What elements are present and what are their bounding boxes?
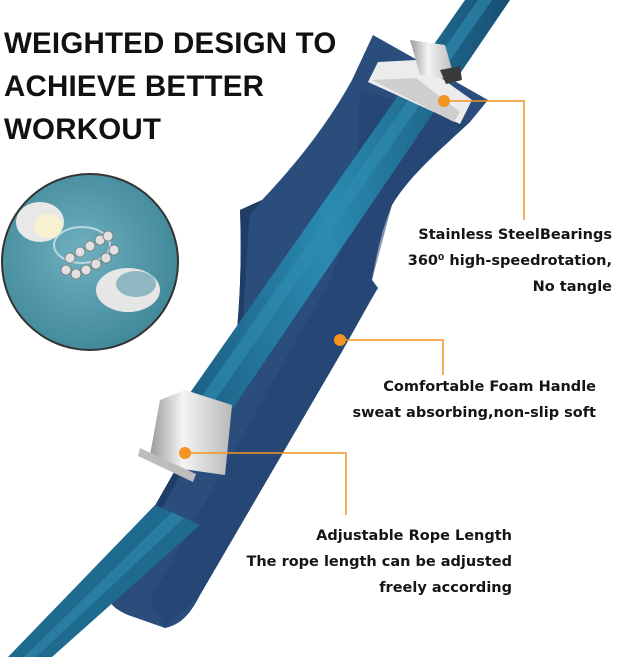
callout-line: The rope length can be adjusted xyxy=(246,554,512,570)
foam-handle xyxy=(108,35,488,628)
headline-line: ACHIEVE BETTER xyxy=(4,70,265,103)
callout-line: freely according xyxy=(379,580,512,596)
callout-rope-length xyxy=(179,447,347,515)
callout-bearings-text: Stainless SteelBearings 360⁰ high-speedr… xyxy=(408,222,612,300)
callout-dot-icon xyxy=(438,95,450,107)
headline-line: WORKOUT xyxy=(4,113,162,146)
callout-foam-text: Comfortable Foam Handle sweat absorbing,… xyxy=(352,374,596,426)
callout-title: Stainless SteelBearings xyxy=(418,227,612,243)
callout-title: Comfortable Foam Handle xyxy=(383,379,596,395)
callout-line: sweat absorbing,non-slip soft xyxy=(352,405,596,421)
callout-rope-length-text: Adjustable Rope Length The rope length c… xyxy=(246,523,512,601)
bearing-collar xyxy=(368,40,472,124)
callout-title: Adjustable Rope Length xyxy=(316,528,512,544)
bearing-detail-inset xyxy=(1,173,179,351)
length-adjuster xyxy=(138,390,232,482)
callout-line: No tangle xyxy=(532,279,612,295)
callout-foam xyxy=(334,334,444,375)
headline: WEIGHTED DESIGN TO ACHIEVE BETTER WORKOU… xyxy=(4,22,337,151)
headline-line: WEIGHTED DESIGN TO xyxy=(4,27,337,60)
callout-bearings xyxy=(438,95,525,220)
callout-line: 360⁰ high-speedrotation, xyxy=(407,253,612,269)
callout-dot-icon xyxy=(334,334,346,346)
callout-dot-icon xyxy=(179,447,191,459)
